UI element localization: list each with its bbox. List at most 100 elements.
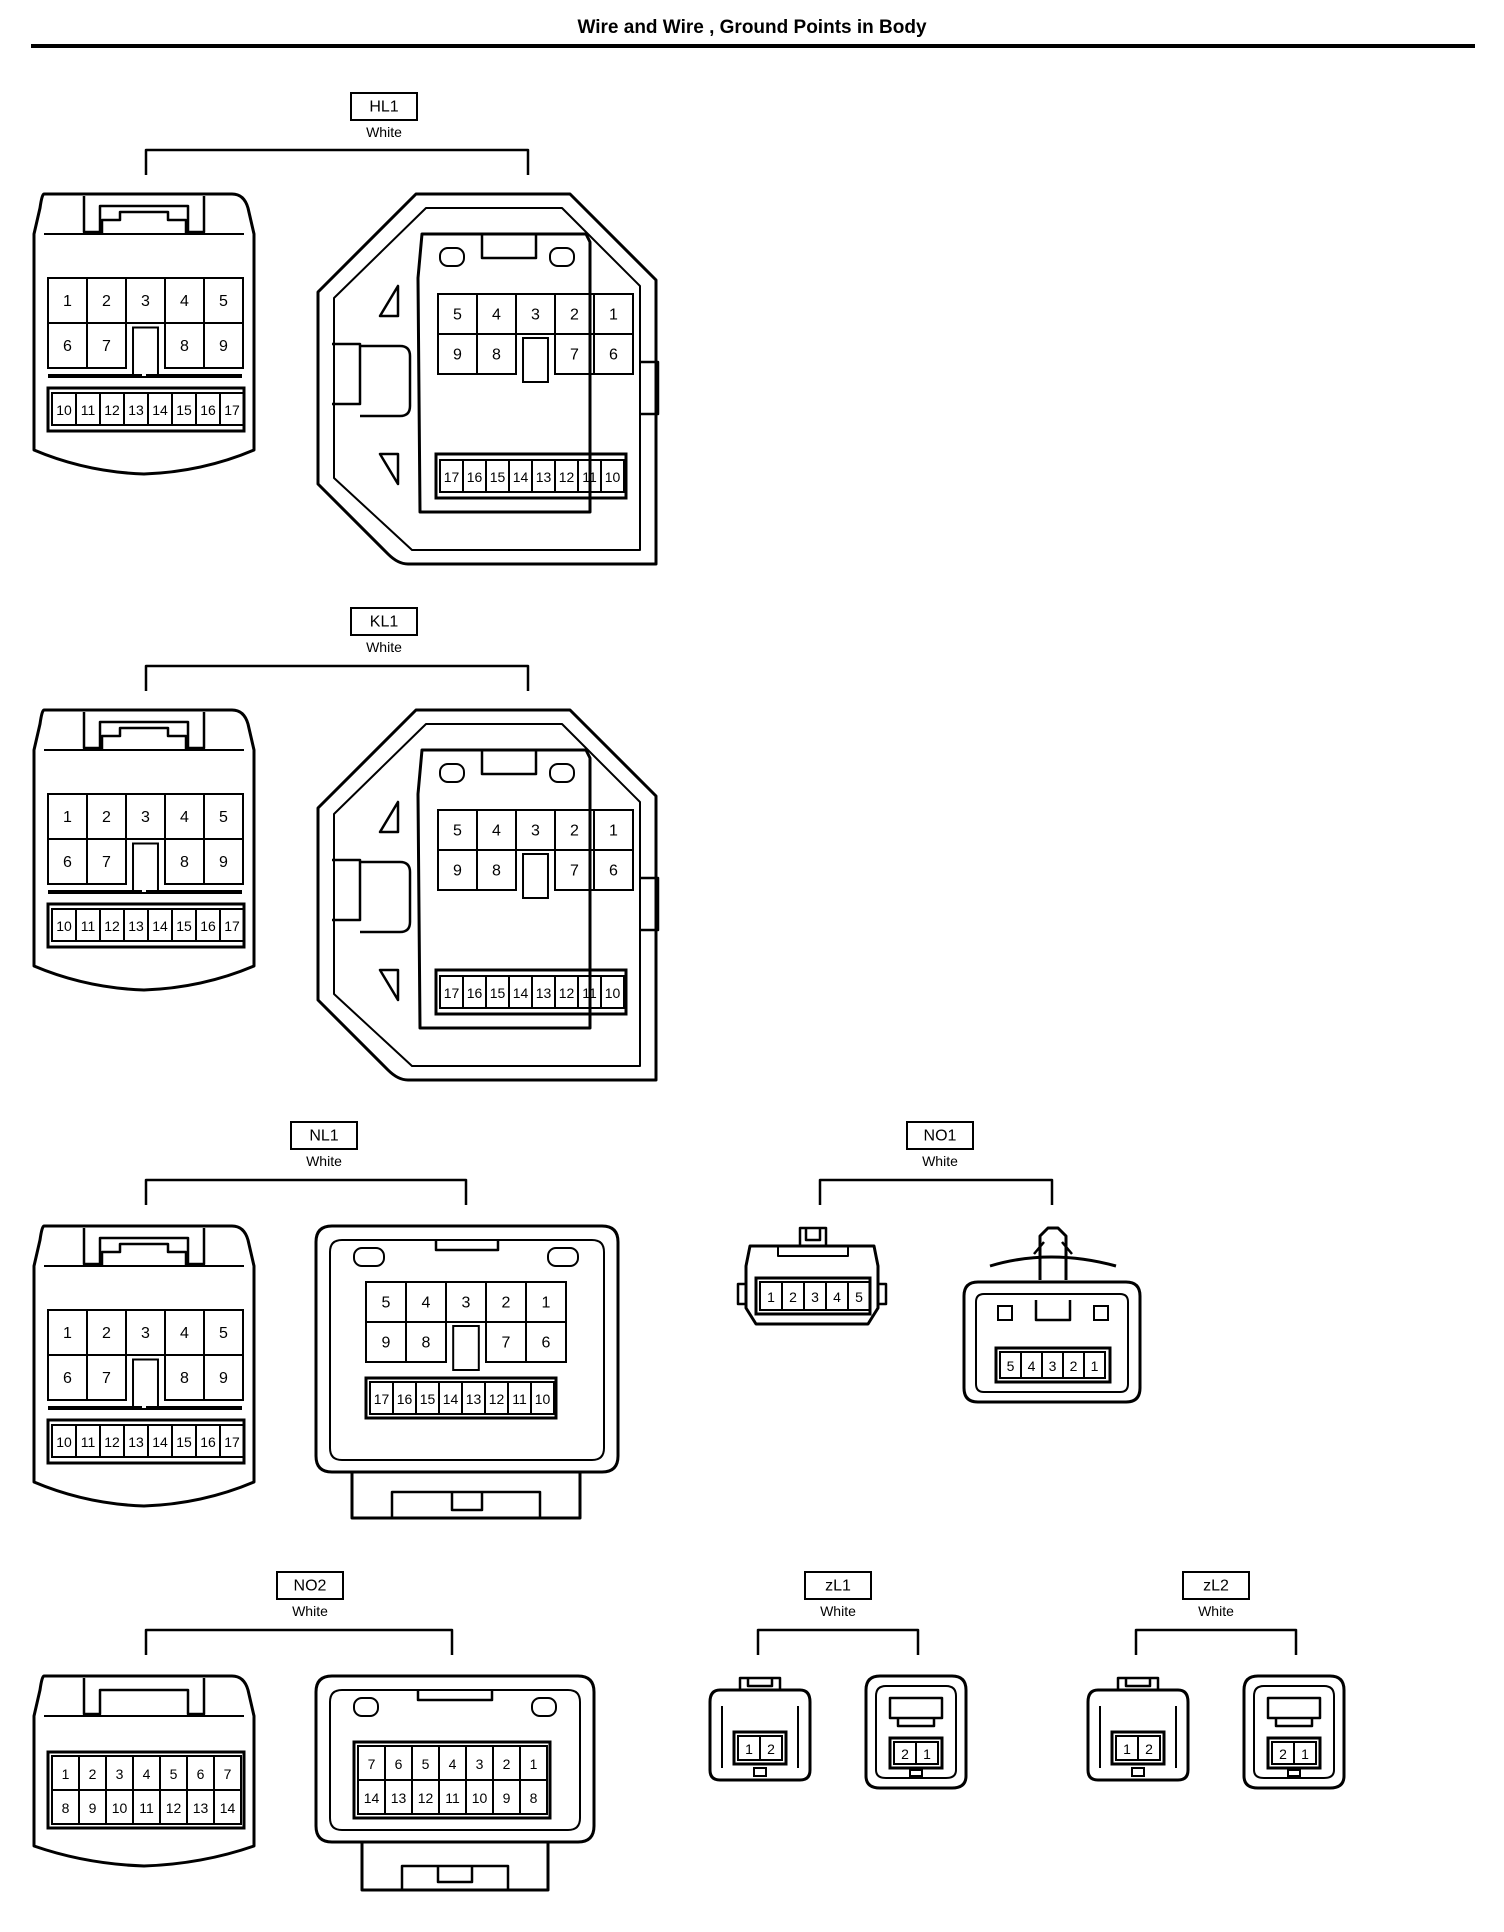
pin-row-frame xyxy=(364,1376,558,1420)
female-housing-inner xyxy=(1253,1685,1335,1779)
pin-number: 13 xyxy=(536,985,552,1001)
pin-number: 12 xyxy=(104,402,120,418)
lock-receptacle xyxy=(1266,1696,1322,1728)
bottom-catch xyxy=(436,1866,474,1884)
connector-color: White xyxy=(366,124,402,140)
connector-color: White xyxy=(1198,1603,1234,1619)
pin-cell xyxy=(219,1424,245,1458)
pin-cell xyxy=(1137,1735,1161,1761)
pin-number: 15 xyxy=(176,402,192,418)
bracket-line xyxy=(144,1628,454,1655)
pin-number: 3 xyxy=(141,1325,150,1342)
connector-code: KL1 xyxy=(370,614,399,631)
bracket-line xyxy=(818,1178,1054,1205)
male-housing xyxy=(32,1224,256,1508)
pin-number: 9 xyxy=(219,854,228,871)
guide-slot xyxy=(439,247,465,267)
pin-number: 12 xyxy=(489,1391,505,1407)
pin-number: 11 xyxy=(81,1434,96,1450)
housing-rib xyxy=(721,1706,799,1768)
female-housing xyxy=(316,708,658,1082)
polarity-mark xyxy=(378,800,400,834)
pin-number: 5 xyxy=(855,1289,863,1305)
connector-color: White xyxy=(820,1603,856,1619)
pin-number: 7 xyxy=(502,1335,511,1352)
pin-number: 7 xyxy=(368,1756,376,1772)
side-tab xyxy=(736,1282,888,1306)
pin-number: 4 xyxy=(180,1325,189,1342)
pin-cell xyxy=(1293,1741,1317,1765)
pin-number: 5 xyxy=(1007,1358,1015,1374)
lock-tab xyxy=(798,1226,828,1246)
pin-number: 10 xyxy=(535,1391,551,1407)
pin-number: 1 xyxy=(1301,1746,1309,1762)
bracket-line xyxy=(144,1178,468,1205)
pin-number: 7 xyxy=(570,347,579,364)
pin-number: 8 xyxy=(492,347,501,364)
side-latch xyxy=(332,858,412,934)
pin-row-frame xyxy=(994,1346,1112,1384)
pin-cell xyxy=(593,333,634,375)
bracket-line xyxy=(144,148,530,175)
female-housing-inner xyxy=(333,207,641,551)
pin-number: 14 xyxy=(513,469,529,485)
pin-number: 3 xyxy=(811,1289,819,1305)
title-rule xyxy=(31,44,1475,48)
pin-number: 1 xyxy=(62,1766,70,1782)
pin-cell xyxy=(847,1281,871,1311)
pin-number: 8 xyxy=(62,1800,70,1816)
pin-number: 4 xyxy=(422,1295,431,1312)
pin-number: 7 xyxy=(102,338,111,355)
pin-key xyxy=(132,1358,159,1410)
pin-row-frame xyxy=(1110,1730,1166,1766)
housing-latch xyxy=(82,196,206,234)
lock-notch xyxy=(480,234,538,260)
pin-number: 1 xyxy=(1123,1741,1131,1757)
pin-number: 4 xyxy=(180,293,189,310)
pin-number: 3 xyxy=(531,823,540,840)
pin-number: 2 xyxy=(102,1325,111,1342)
pin-row-frame xyxy=(434,452,628,500)
pin-number: 11 xyxy=(582,469,597,485)
pin-number: 2 xyxy=(1145,1741,1153,1757)
pin-number: 4 xyxy=(492,823,501,840)
pin-key xyxy=(132,842,159,894)
pin-row-frame xyxy=(732,1730,788,1766)
pin-number: 11 xyxy=(445,1790,460,1806)
pin-number: 14 xyxy=(152,402,168,418)
lock-receptacle xyxy=(888,1696,944,1728)
pin-number: 10 xyxy=(472,1790,488,1806)
pin-number: 3 xyxy=(476,1756,484,1772)
pin-cell xyxy=(476,849,517,891)
pin-number: 10 xyxy=(56,1434,72,1450)
pin-number: 6 xyxy=(542,1335,551,1352)
lock-notch xyxy=(434,1240,500,1252)
pin-number: 16 xyxy=(467,469,483,485)
pin-number: 5 xyxy=(453,823,462,840)
pin-number: 6 xyxy=(609,863,618,880)
pin-number: 5 xyxy=(170,1766,178,1782)
male-housing xyxy=(1086,1688,1190,1782)
male-housing xyxy=(708,1688,812,1782)
guide-slot xyxy=(439,763,465,783)
female-housing xyxy=(864,1674,968,1790)
pin-number: 6 xyxy=(63,1370,72,1387)
guide-slot xyxy=(549,763,575,783)
pin-number: 16 xyxy=(200,918,216,934)
pin-number: 8 xyxy=(530,1790,538,1806)
pin-number: 2 xyxy=(570,823,579,840)
pin-number: 4 xyxy=(143,1766,151,1782)
pin-number: 1 xyxy=(530,1756,538,1772)
pin-number: 8 xyxy=(180,338,189,355)
pin-number: 4 xyxy=(492,307,501,324)
housing-latch xyxy=(82,1228,206,1266)
